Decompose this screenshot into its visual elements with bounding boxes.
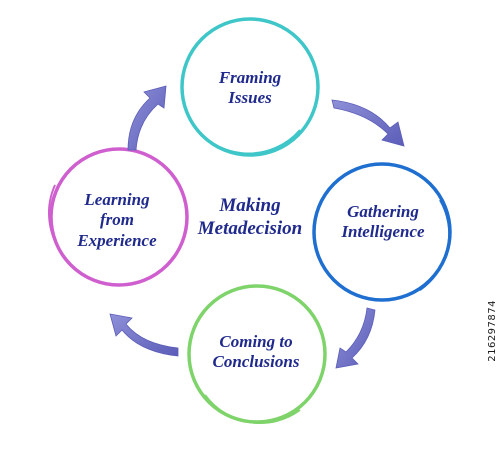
learning-from-experience-circle	[49, 147, 189, 287]
coming-to-conclusions-circle-stroke	[204, 394, 301, 424]
coming-to-conclusions-node	[187, 284, 327, 424]
framing-issues-node	[180, 17, 320, 157]
arrow-learning-to-framing	[127, 85, 167, 151]
learning-from-experience-label: Learning from Experience	[77, 190, 157, 250]
arrow-gathering-to-coming	[335, 307, 376, 369]
stock-id-watermark: 216297874	[487, 300, 498, 362]
gathering-intelligence-node	[312, 162, 452, 302]
framing-issues-label: Framing Issues	[218, 68, 282, 108]
arrow-framing-to-gathering	[331, 99, 405, 147]
learning-from-experience-node	[48, 147, 189, 287]
framing-issues-circle	[180, 17, 320, 157]
center-title-label: Making Metadecision	[197, 195, 303, 239]
framing-issues-circle-stroke	[189, 119, 301, 155]
gathering-intelligence-circle-stroke	[419, 199, 451, 291]
gathering-intelligence-label: Gathering Intelligence	[341, 202, 425, 242]
learning-from-experience-circle-stroke	[48, 184, 61, 251]
coming-to-conclusions-label: Coming to Conclusions	[212, 332, 300, 372]
arrow-coming-to-learning	[109, 313, 179, 357]
